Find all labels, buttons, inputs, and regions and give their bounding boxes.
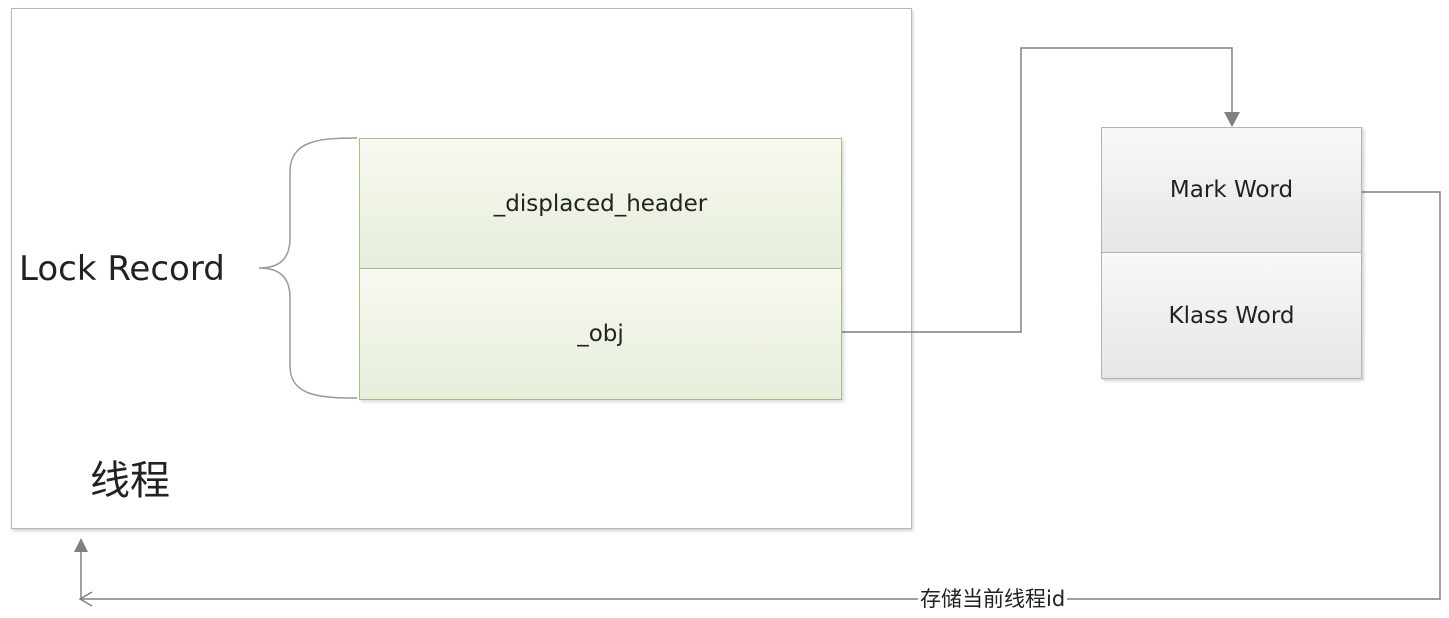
obj-field: _obj [360,269,841,399]
object-header-table: Mark Word Klass Word [1101,127,1362,379]
markword-to-thread-arrowhead-up [74,538,88,552]
displaced-header-field: _displaced_header [360,139,841,269]
thread-label: 线程 [90,458,170,504]
store-thread-id-label: 存储当前线程id [918,584,1068,614]
markword-to-thread-arrowhead-left [78,591,93,607]
lock-record-label: Lock Record [19,249,225,289]
markword-to-thread-connector [81,191,1441,600]
lock-record-table: _displaced_header _obj [359,138,842,400]
klass-word-field: Klass Word [1102,253,1361,378]
lock-record-brace [258,137,358,399]
mark-word-field: Mark Word [1102,128,1361,253]
obj-to-markword-arrowhead [1224,112,1240,127]
obj-to-markword-connector [841,47,1233,333]
